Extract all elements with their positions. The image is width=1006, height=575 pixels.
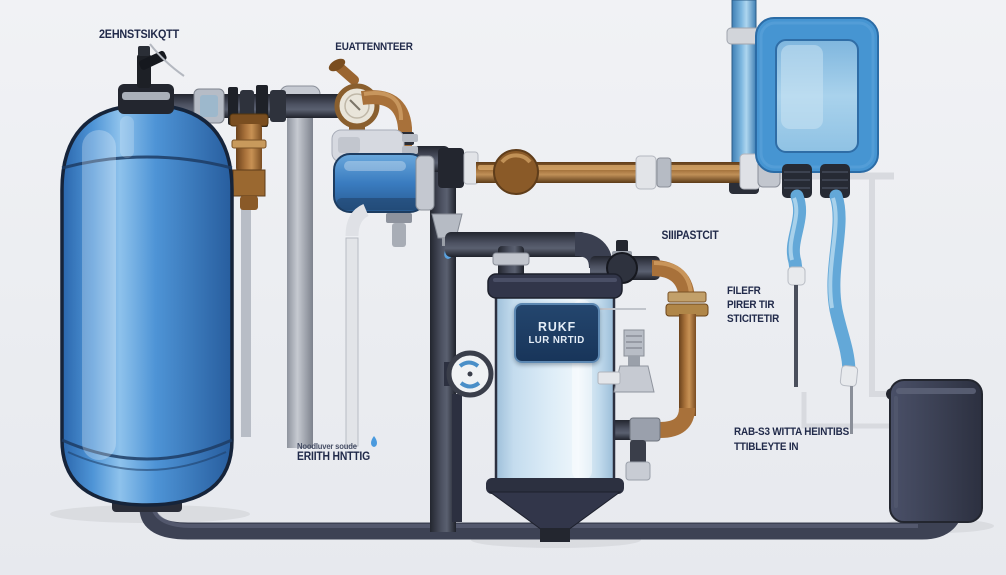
softener-top-valve — [118, 46, 174, 114]
label-supply: SIIIPASTCIT — [661, 230, 719, 242]
tank-gauge — [444, 350, 494, 398]
label-filter-system-line3: STICITETIR — [727, 313, 780, 325]
label-pump: EUATTENNTEER — [335, 41, 413, 53]
label-softener: 2EHNSTSIKQTT — [98, 27, 180, 41]
storage-tank — [889, 379, 983, 523]
copper-return-pipe — [598, 260, 709, 442]
filter-hoses — [786, 189, 859, 434]
heater-badge-line1: RUKF — [537, 319, 577, 334]
label-filter-system-line1: FILEFR — [727, 285, 761, 297]
heater-badge: RUKF LUR NRTID — [514, 303, 600, 363]
wall-filter-unit — [755, 17, 879, 198]
heater-badge-line2: LUR NRTID — [528, 334, 586, 346]
label-filter-system-line2: PIRER TIR — [727, 299, 775, 311]
leader-lines — [149, 43, 646, 447]
label-bottom-note-bold: ERIITH HNTTIG — [297, 451, 370, 463]
lower-drain-valve — [625, 440, 651, 481]
water-drop-icon — [371, 436, 377, 447]
relief-valve — [597, 329, 655, 393]
brass-supply-pipe — [438, 148, 781, 195]
pump-assembly — [328, 58, 463, 259]
hose-connectors — [782, 164, 850, 198]
label-filter-system: FILEFR PIRER TIR STICITETIR — [727, 284, 779, 326]
softener-outlet-pipe — [150, 85, 360, 127]
label-bottom-note-small: Noodluver soude — [297, 441, 357, 451]
heater-feed-pipe — [445, 232, 660, 288]
softener-tank — [60, 46, 234, 512]
brass-check-valve — [229, 113, 269, 210]
label-outlet-note-line2: TTIBLEYTE IN — [734, 441, 799, 453]
label-outlet-note-line1: RAB-S3 WITTA HEINTIBS — [734, 426, 850, 438]
